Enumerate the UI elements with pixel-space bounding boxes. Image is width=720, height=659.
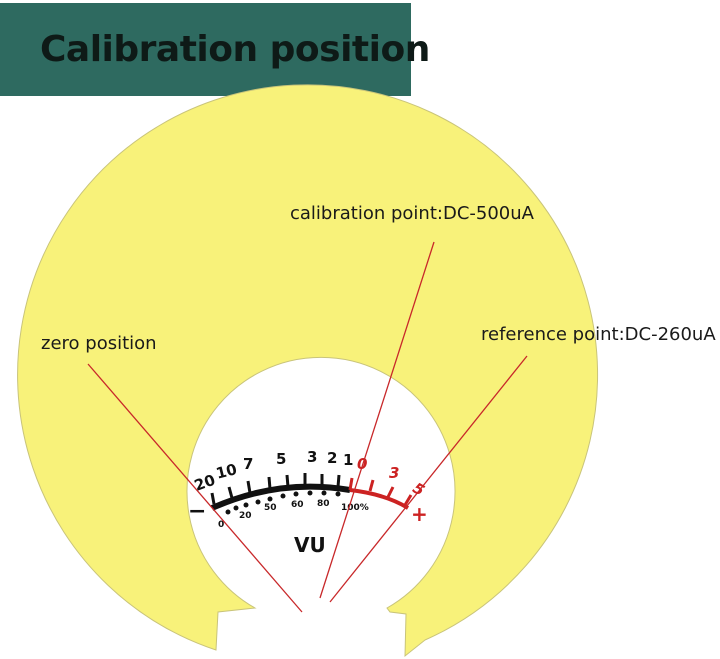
zero-position-label: zero position bbox=[41, 333, 157, 354]
percent-label: 80 bbox=[317, 499, 330, 509]
vu-label: 20 bbox=[192, 471, 218, 495]
percent-label: 100% bbox=[341, 503, 369, 513]
vu-label: 10 bbox=[214, 460, 239, 483]
vu-label: 1 bbox=[343, 451, 353, 469]
reference-point-label: reference point:DC-260uA bbox=[481, 324, 716, 345]
calibration-point-label: calibration point:DC-500uA bbox=[290, 203, 534, 224]
title-banner: Calibration position bbox=[0, 3, 430, 96]
callout-lines bbox=[87, 241, 528, 613]
vu-label-red: 3 bbox=[389, 464, 399, 482]
vu-label: 2 bbox=[327, 449, 337, 467]
zero-position-line bbox=[87, 363, 303, 613]
vu-unit-label: VU bbox=[294, 533, 326, 557]
percent-scale-labels: 0 20 50 60 80 100% bbox=[218, 499, 369, 530]
vu-scale-ticks bbox=[210, 473, 341, 505]
red-zone-arc bbox=[349, 488, 410, 510]
vu-scale-arc bbox=[210, 483, 351, 511]
percent-label: 50 bbox=[264, 503, 277, 513]
percent-label: 20 bbox=[239, 511, 252, 521]
vu-label-red: 5 bbox=[410, 479, 428, 500]
percent-dots bbox=[225, 490, 341, 515]
vu-label-red: 0 bbox=[357, 455, 367, 473]
reference-point-line bbox=[329, 355, 528, 603]
meter-dial-face bbox=[17, 84, 599, 658]
percent-label: 0 bbox=[218, 520, 224, 530]
vu-label: 7 bbox=[243, 455, 253, 473]
red-zone-ticks bbox=[348, 477, 413, 506]
vu-label: 3 bbox=[307, 448, 317, 466]
page-title: Calibration position bbox=[40, 29, 430, 70]
plus-sign: + bbox=[411, 502, 428, 526]
minus-sign: − bbox=[188, 499, 206, 524]
calibration-point-line bbox=[319, 241, 435, 599]
vu-label: 5 bbox=[276, 450, 286, 468]
percent-label: 60 bbox=[291, 500, 304, 510]
